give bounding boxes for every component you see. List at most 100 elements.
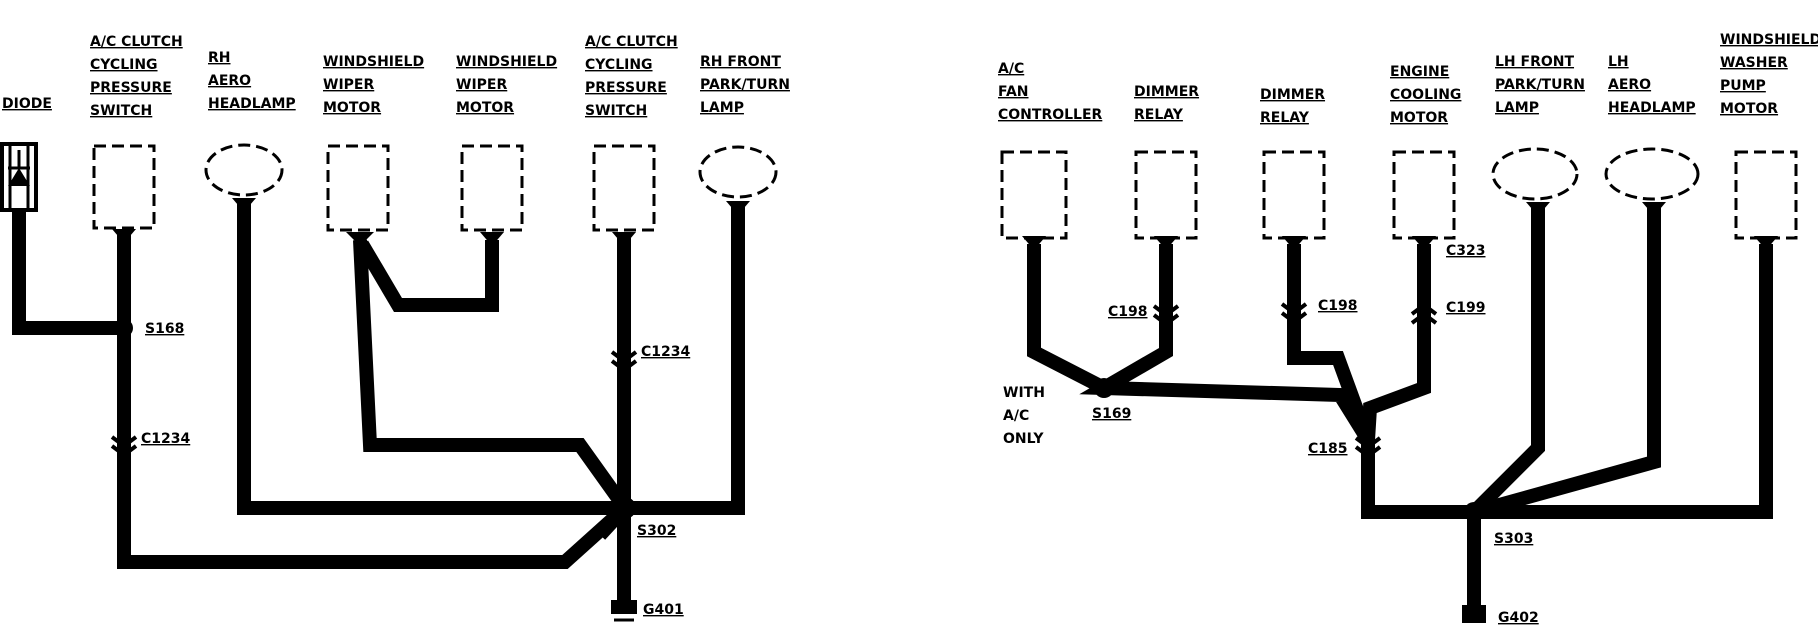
svg-text:A/C: A/C	[1003, 408, 1029, 424]
svg-text:C1234: C1234	[641, 344, 690, 360]
svg-text:ENGINE: ENGINE	[1390, 64, 1449, 80]
svg-text:A/C CLUTCH: A/C CLUTCH	[585, 34, 678, 50]
splice-s169	[1094, 378, 1114, 398]
svg-text:C198: C198	[1108, 304, 1148, 320]
svg-text:MOTOR: MOTOR	[323, 100, 381, 116]
svg-text:G401: G401	[643, 602, 684, 618]
connector-c199: C199	[1410, 300, 1486, 325]
svg-text:CONTROLLER: CONTROLLER	[998, 107, 1103, 123]
box-windshield-wiper-motor-2	[460, 144, 524, 232]
svg-text:C185: C185	[1308, 441, 1348, 457]
box-lh-front-park-turn-lamp	[1491, 147, 1579, 201]
connector-c185: C185	[1308, 436, 1382, 459]
diode-symbol	[0, 142, 38, 212]
label-s169: S169	[1092, 406, 1131, 422]
label-dimmer-relay-2: DIMMER RELAY	[1260, 87, 1325, 126]
box-rh-front-park-turn-lamp	[698, 145, 778, 199]
label-windshield-wiper-motor-2: WINDSHIELD WIPER MOTOR	[456, 54, 557, 116]
svg-text:COOLING: COOLING	[1390, 87, 1461, 103]
splice-s168	[115, 319, 133, 337]
svg-text:C199: C199	[1446, 300, 1486, 316]
label-ac-fan-controller: A/C FAN CONTROLLER	[998, 61, 1103, 123]
label-rh-aero-headlamp: RH AERO HEADLAMP	[208, 50, 296, 112]
label-s303: S303	[1494, 531, 1533, 547]
svg-text:MOTOR: MOTOR	[1390, 110, 1448, 126]
svg-text:RELAY: RELAY	[1260, 110, 1310, 126]
connector-c323: C323	[1446, 243, 1486, 259]
svg-text:PARK/TURN: PARK/TURN	[1495, 77, 1585, 93]
svg-text:RH FRONT: RH FRONT	[700, 54, 781, 70]
note-with-ac-only: WITH A/C ONLY	[1003, 385, 1045, 447]
svg-text:LAMP: LAMP	[700, 100, 744, 116]
box-ac-clutch-switch-1	[92, 144, 156, 230]
svg-text:LH FRONT: LH FRONT	[1495, 54, 1574, 70]
box-windshield-wiper-motor-1	[326, 144, 390, 232]
label-windshield-wiper-motor-1: WINDSHIELD WIPER MOTOR	[323, 54, 424, 116]
svg-text:PUMP: PUMP	[1720, 78, 1766, 94]
label-engine-cooling-motor: ENGINE COOLING MOTOR	[1390, 64, 1461, 126]
svg-text:MOTOR: MOTOR	[1720, 101, 1778, 117]
svg-text:FAN: FAN	[998, 84, 1029, 100]
svg-text:DIMMER: DIMMER	[1260, 87, 1325, 103]
svg-text:RELAY: RELAY	[1134, 107, 1184, 123]
svg-text:AERO: AERO	[1608, 77, 1651, 93]
label-dimmer-relay-1: DIMMER RELAY	[1134, 84, 1199, 123]
connector-c198-left: C198	[1108, 304, 1180, 327]
svg-text:HEADLAMP: HEADLAMP	[1608, 100, 1696, 116]
box-dimmer-relay-2	[1262, 150, 1326, 240]
box-ac-fan-controller	[1000, 150, 1068, 240]
svg-text:WIPER: WIPER	[456, 77, 507, 93]
label-ac-clutch-switch-1: A/C CLUTCH CYCLING PRESSURE SWITCH	[90, 34, 183, 119]
svg-text:SWITCH: SWITCH	[90, 103, 152, 119]
label-ac-clutch-switch-2: A/C CLUTCH CYCLING PRESSURE SWITCH	[585, 34, 678, 119]
svg-text:ONLY: ONLY	[1003, 431, 1044, 447]
label-s302: S302	[637, 523, 676, 539]
svg-text:PARK/TURN: PARK/TURN	[700, 77, 790, 93]
svg-text:CYCLING: CYCLING	[585, 57, 653, 73]
svg-text:WINDSHIELD: WINDSHIELD	[323, 54, 424, 70]
svg-text:PRESSURE: PRESSURE	[585, 80, 667, 96]
left-wires	[12, 200, 745, 600]
svg-text:WASHER: WASHER	[1720, 55, 1788, 71]
box-rh-aero-headlamp	[204, 143, 284, 197]
splice-s302	[614, 497, 636, 519]
box-engine-cooling-motor	[1392, 150, 1456, 240]
right-connector-ends	[1022, 202, 1778, 250]
box-lh-aero-headlamp	[1604, 147, 1700, 201]
svg-text:G402: G402	[1498, 610, 1539, 626]
svg-text:A/C CLUTCH: A/C CLUTCH	[90, 34, 183, 50]
svg-text:SWITCH: SWITCH	[585, 103, 647, 119]
label-lh-aero-headlamp: LH AERO HEADLAMP	[1608, 54, 1696, 116]
label-lh-front-park-turn-lamp: LH FRONT PARK/TURN LAMP	[1495, 54, 1585, 116]
label-windshield-washer-pump-motor: WINDSHIELD WASHER PUMP MOTOR	[1720, 32, 1818, 117]
svg-text:RH: RH	[208, 50, 231, 66]
svg-text:WIPER: WIPER	[323, 77, 374, 93]
connector-c1234-right: C1234	[610, 344, 690, 373]
svg-text:C198: C198	[1318, 298, 1358, 314]
box-dimmer-relay-1	[1134, 150, 1198, 240]
svg-text:AERO: AERO	[208, 73, 251, 89]
svg-text:WINDSHIELD: WINDSHIELD	[456, 54, 557, 70]
left-connector-ends	[112, 198, 750, 246]
svg-text:DIMMER: DIMMER	[1134, 84, 1199, 100]
svg-text:PRESSURE: PRESSURE	[90, 80, 172, 96]
connector-c198-right: C198	[1280, 298, 1358, 325]
svg-text:WITH: WITH	[1003, 385, 1045, 401]
svg-text:WINDSHIELD: WINDSHIELD	[1720, 32, 1818, 48]
ground-g401: G401	[611, 600, 684, 622]
box-ac-clutch-switch-2	[592, 144, 656, 232]
label-diode: DIODE	[2, 96, 52, 112]
left-diagram: DIODE A/C CLUTCH CYCLING PRESSURE SWITCH…	[0, 34, 790, 622]
ground-g402: G402	[1462, 605, 1539, 626]
svg-text:MOTOR: MOTOR	[456, 100, 514, 116]
svg-text:C1234: C1234	[141, 431, 190, 447]
svg-text:CYCLING: CYCLING	[90, 57, 158, 73]
label-rh-front-park-turn-lamp: RH FRONT PARK/TURN LAMP	[700, 54, 790, 116]
right-wires	[1027, 208, 1773, 605]
right-diagram: A/C FAN CONTROLLER DIMMER RELAY DIMMER R…	[998, 32, 1818, 626]
label-s168: S168	[145, 321, 184, 337]
connector-c1234-left: C1234	[110, 431, 190, 458]
svg-text:LAMP: LAMP	[1495, 100, 1539, 116]
svg-text:LH: LH	[1608, 54, 1629, 70]
